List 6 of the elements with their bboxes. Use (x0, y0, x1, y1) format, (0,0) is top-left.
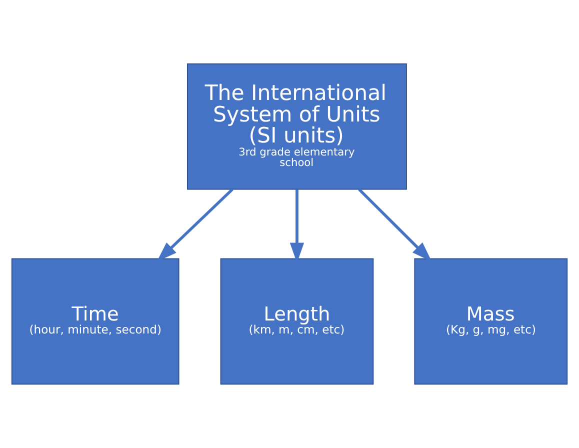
arrow (358, 188, 432, 262)
node-box: Mass (Kg, g, mg, etc) (414, 258, 568, 385)
node-box: The International System of Units (SI units) 3rd grade elementary school (187, 63, 407, 190)
node-box: Length (km, m, cm, etc) (220, 258, 374, 385)
node-box: Time (hour, minute, second) (11, 258, 180, 385)
arrow (156, 188, 234, 262)
